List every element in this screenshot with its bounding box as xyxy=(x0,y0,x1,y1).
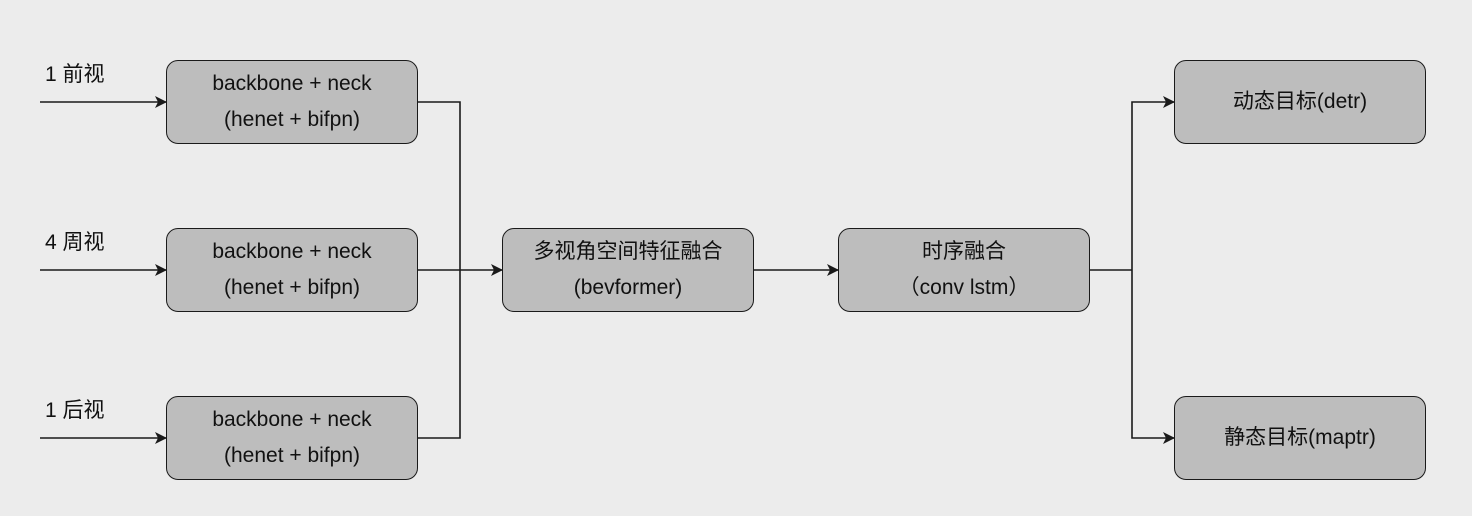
connector-backbone-bottom xyxy=(418,270,461,439)
input-label-surround: 4 周视 xyxy=(45,231,105,254)
fusion-node-title: 多视角空间特征融合 xyxy=(533,240,723,263)
arrow-to-static xyxy=(1131,270,1175,444)
backbone-node-title: backbone + neck xyxy=(212,72,372,95)
backbone-node-front: backbone + neck (henet + bifpn) xyxy=(166,60,418,144)
input-label-front: 1 前视 xyxy=(45,63,105,86)
fusion-node: 多视角空间特征融合 (bevformer) xyxy=(502,228,754,312)
backbone-node-title: backbone + neck xyxy=(212,240,372,263)
temporal-node: 时序融合 （conv lstm） xyxy=(838,228,1090,312)
backbone-node-subtitle: (henet + bifpn) xyxy=(223,108,360,131)
backbone-node-subtitle: (henet + bifpn) xyxy=(223,444,360,467)
backbone-node-rear: backbone + neck (henet + bifpn) xyxy=(166,396,418,480)
connector-backbone-top xyxy=(418,101,461,270)
backbone-node-surround: backbone + neck (henet + bifpn) xyxy=(166,228,418,312)
output-node-label: 动态目标(detr) xyxy=(1232,90,1368,113)
arrow-to-dynamic xyxy=(1131,96,1175,270)
temporal-node-subtitle: （conv lstm） xyxy=(898,276,1030,299)
input-label-rear: 1 后视 xyxy=(45,399,105,422)
backbone-node-subtitle: (henet + bifpn) xyxy=(223,276,360,299)
output-node-label: 静态目标(maptr) xyxy=(1224,426,1376,449)
backbone-node-title: backbone + neck xyxy=(212,408,372,431)
output-node-static: 静态目标(maptr) xyxy=(1174,396,1426,480)
fusion-node-subtitle: (bevformer) xyxy=(573,276,683,299)
output-node-dynamic: 动态目标(detr) xyxy=(1174,60,1426,144)
temporal-node-title: 时序融合 xyxy=(922,240,1006,263)
